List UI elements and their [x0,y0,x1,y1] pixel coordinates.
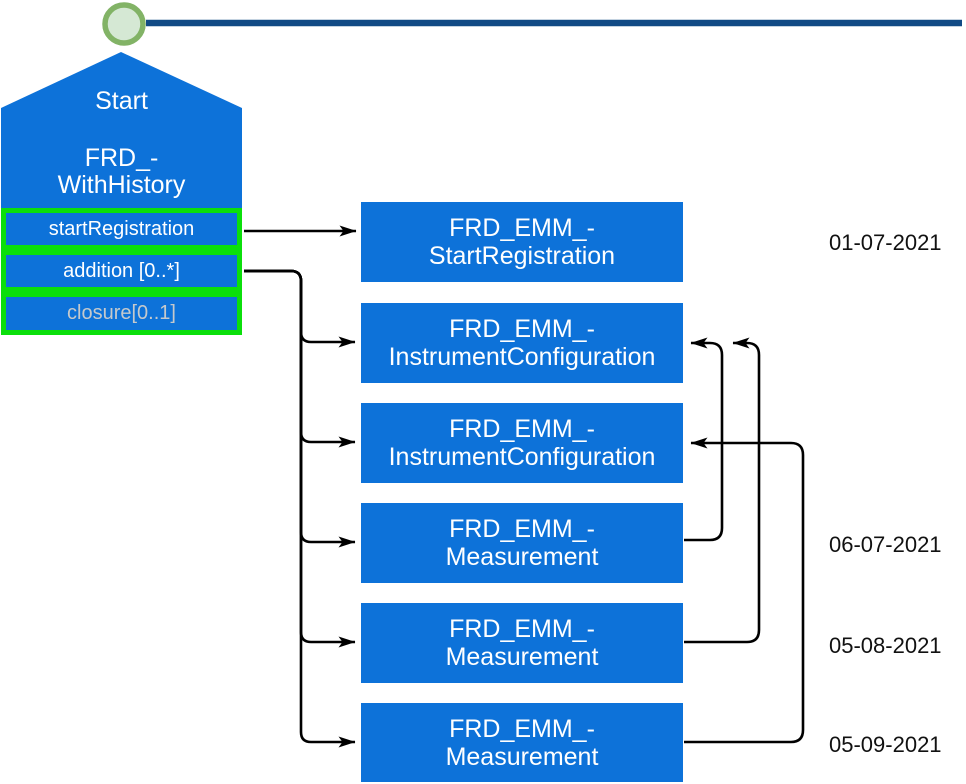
operation-label: addition [0..*] [63,259,180,282]
event-box-line2: InstrumentConfiguration [388,443,656,471]
event-box-line2: Measurement [445,742,599,771]
event-box-instrumentconfiguration-2: FRD_EMM_- InstrumentConfiguration [361,403,683,483]
event-box-line2: StartRegistration [428,242,616,270]
operation-start-registration: startRegistration [1,208,242,250]
timeline-start-circle [102,2,146,46]
event-box-instrumentconfiguration-1: FRD_EMM_- InstrumentConfiguration [361,303,683,383]
event-box-line2: Measurement [445,643,599,671]
operation-label: startRegistration [48,217,195,240]
operation-addition: addition [0..*] [1,250,242,292]
start-node-title: Start [95,87,148,115]
connector-addition-measurement-1 [244,269,356,548]
event-box-startregistration: FRD_EMM_- StartRegistration [361,202,683,282]
event-box-measurement-3: FRD_EMM_- Measurement [361,703,683,782]
event-box-measurement-2: FRD_EMM_- Measurement [361,603,683,683]
connector-addition-instrumentconfig-1 [244,269,356,348]
event-box-line2: InstrumentConfiguration [388,343,656,371]
connector-addition-instrumentconfig-2 [244,269,356,448]
date-label-3: 05-08-2021 [829,633,942,658]
connector-measurement1-instrumentconfig1 [684,337,724,542]
event-box-line1: FRD_EMM_- [449,214,595,242]
connector-measurement3-instrumentconfig2 [684,437,805,744]
date-label-4: 05-09-2021 [829,732,942,757]
connector-addition-measurement-3 [244,269,356,748]
date-label-1: 01-07-2021 [829,230,942,255]
event-box-line2: Measurement [445,543,599,571]
connector-measurement2-instrumentconfig1 [684,337,761,644]
event-box-line1: FRD_EMM_- [449,415,595,443]
start-node-typename-line1: FRD_- [84,144,159,172]
event-box-line1: FRD_EMM_- [449,515,595,543]
event-box-line1: FRD_EMM_- [449,315,595,343]
date-label-2: 06-07-2021 [829,532,942,557]
start-node-typename-line2: WithHistory [57,171,186,199]
event-box-line1: FRD_EMM_- [449,615,595,643]
start-node-pentagon [1,52,242,208]
event-box-line1: FRD_EMM_- [449,714,595,743]
operation-label: closure[0..1] [67,302,176,324]
start-node-typename: FRD_- WithHistory [1,145,242,199]
event-box-measurement-1: FRD_EMM_- Measurement [361,503,683,583]
operation-closure: closure[0..1] [1,292,242,335]
connector-addition-measurement-2 [244,269,356,648]
